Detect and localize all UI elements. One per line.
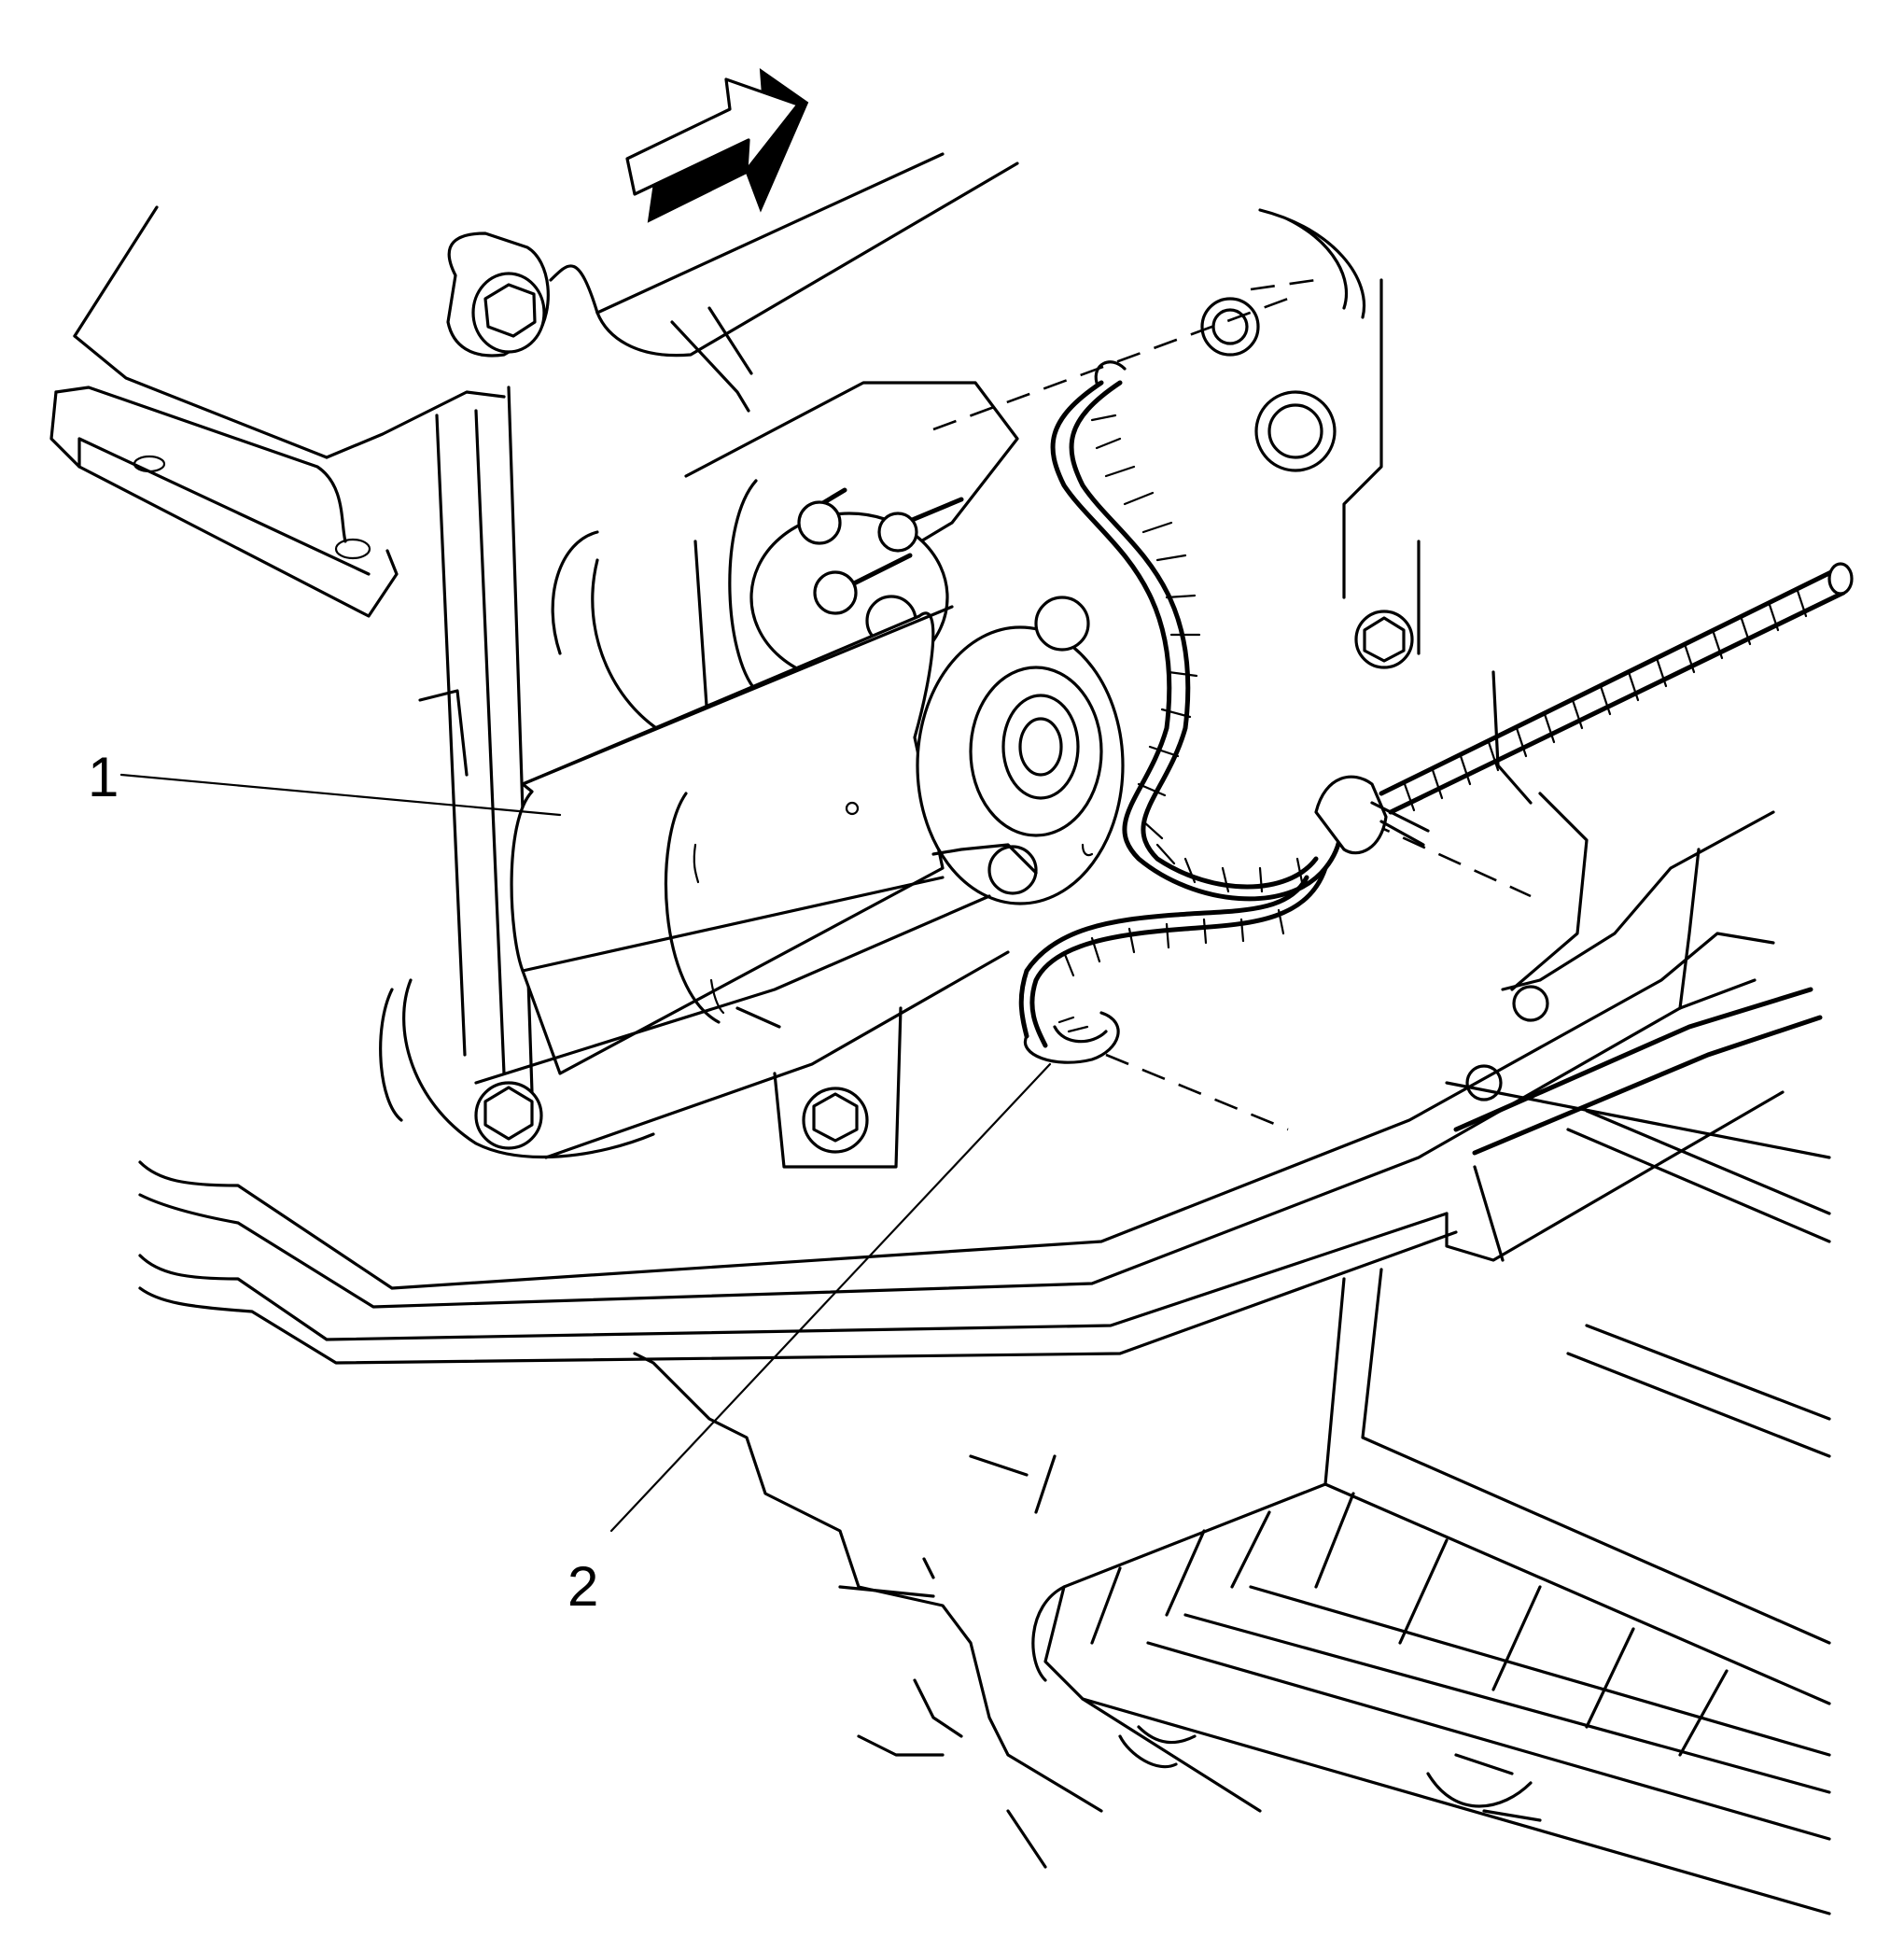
fuel-lines (1453, 670, 1823, 1156)
lower-engine-outline (633, 1352, 1542, 1869)
forward-direction-arrow (625, 67, 809, 223)
callout-1-label: 1 (88, 746, 119, 808)
starter-motor (510, 596, 1125, 1075)
callout-2-leader (609, 1062, 1052, 1533)
upper-engine-bolt (446, 231, 550, 358)
starter-mounting-bolts (474, 297, 1414, 1154)
engine-block-outline (549, 152, 1421, 655)
battery-cable (1018, 360, 1356, 1064)
callout-1-leader (119, 773, 562, 817)
alignment-dashes (932, 278, 1532, 1131)
left-mounting-bracket (49, 205, 506, 618)
callout-leaders (119, 773, 1052, 1533)
callout-2-label: 2 (567, 1555, 598, 1618)
mounting-plate (418, 386, 534, 1094)
positive-battery-cable (1314, 562, 1854, 855)
lower-bracket (379, 894, 1010, 1169)
oil-pan (1031, 1081, 1831, 1915)
frame-rails (138, 810, 1785, 1365)
